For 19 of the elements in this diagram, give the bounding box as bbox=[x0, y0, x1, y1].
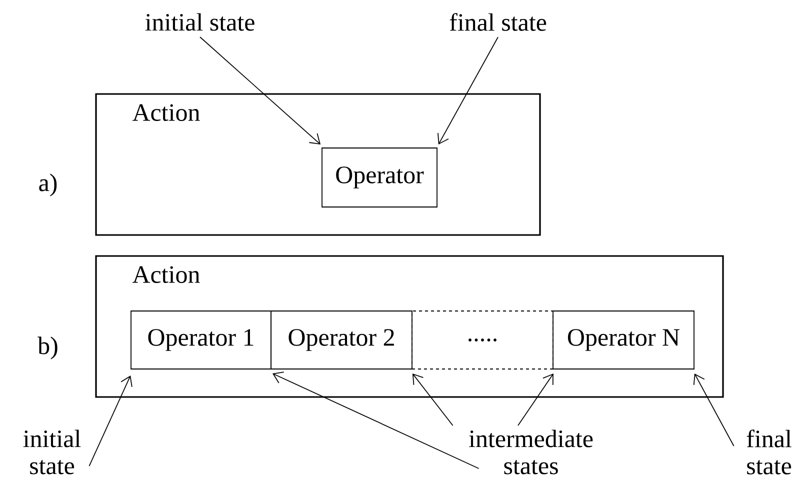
operator-box: Operator 2 bbox=[270, 310, 412, 370]
arrow bbox=[200, 36, 321, 145]
operator-box: Operator bbox=[322, 148, 438, 208]
panel-label: a) bbox=[39, 174, 57, 196]
arrow bbox=[88, 375, 132, 466]
operator-box: ..... bbox=[412, 310, 554, 370]
arrow bbox=[438, 36, 498, 145]
state-label: final state bbox=[450, 13, 546, 31]
state-label: final state bbox=[746, 430, 792, 474]
arrow bbox=[412, 373, 454, 426]
state-label: initial state bbox=[145, 13, 254, 31]
arrow bbox=[518, 373, 554, 426]
state-label: initial state bbox=[23, 430, 81, 474]
panel-label: b) bbox=[38, 336, 58, 360]
operator-box: Operator 1 bbox=[130, 310, 272, 370]
arrow bbox=[272, 372, 480, 469]
state-label: intermediate states bbox=[469, 430, 593, 474]
operator-box: Operator N bbox=[552, 310, 694, 370]
arrow bbox=[693, 373, 734, 446]
